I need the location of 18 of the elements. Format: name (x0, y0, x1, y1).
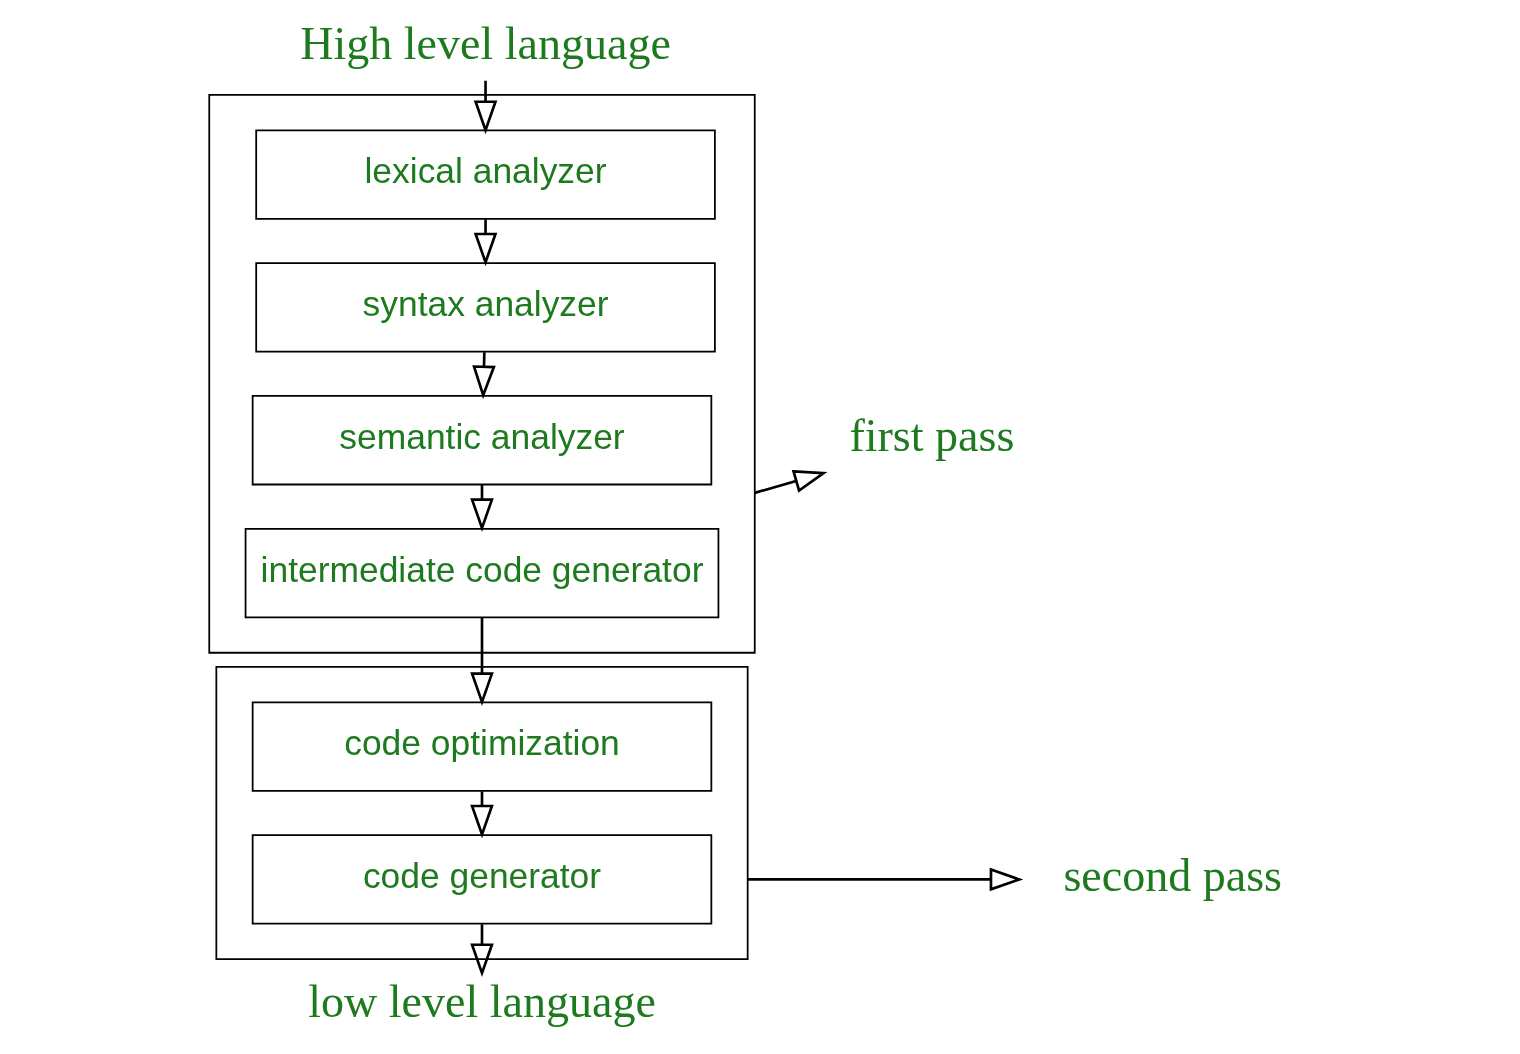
node-text: High level language (299, 18, 671, 70)
node-text: second pass (1062, 849, 1282, 901)
arrow (473, 219, 497, 267)
arrow (753, 470, 827, 495)
cluster (207, 93, 756, 654)
cluster (214, 666, 749, 961)
node-box: semantic analyzer (251, 395, 712, 486)
node-text: first pass (848, 410, 1014, 462)
node-box: syntax analyzer (254, 262, 716, 353)
node-box: code generator (251, 834, 712, 925)
node-box: lexical analyzer (254, 129, 716, 220)
arrow (747, 867, 1023, 892)
arrow (469, 924, 494, 978)
node-box: intermediate code generator (244, 527, 719, 619)
arrow (473, 80, 497, 135)
node-text: low level language (307, 976, 656, 1028)
node-box: code optimization (251, 701, 712, 792)
arrow (469, 617, 494, 706)
